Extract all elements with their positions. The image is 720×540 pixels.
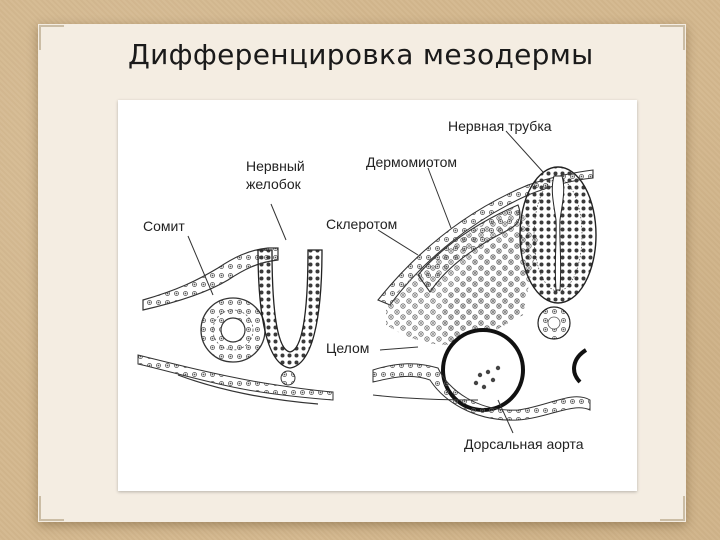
- corner-ornament-bottom-right: [660, 496, 685, 521]
- label-neural-tube: Нервная трубка: [448, 118, 552, 134]
- label-neural-groove-line1: Нервный: [246, 158, 305, 174]
- label-somite: Сомит: [143, 218, 185, 234]
- label-coelom: Целом: [326, 340, 370, 356]
- later-embryo-section: [372, 130, 597, 434]
- mesoderm-diagram: Нервный желобок Сомит Нервная трубка Дер…: [118, 100, 637, 491]
- diagram-illustration: [137, 130, 597, 434]
- corner-ornament-top-left: [39, 25, 64, 50]
- slide-title: Дифференцировка мезодермы: [128, 38, 594, 71]
- label-dorsal-aorta: Дорсальная аорта: [464, 436, 584, 452]
- early-embryo-section: [137, 203, 334, 405]
- corner-ornament-top-right: [660, 25, 685, 50]
- label-dermomyotome: Дермомиотом: [366, 154, 458, 170]
- label-neural-groove-line2: желобок: [246, 176, 301, 192]
- label-sclerotome: Склеротом: [326, 216, 398, 232]
- corner-ornament-bottom-left: [39, 496, 64, 521]
